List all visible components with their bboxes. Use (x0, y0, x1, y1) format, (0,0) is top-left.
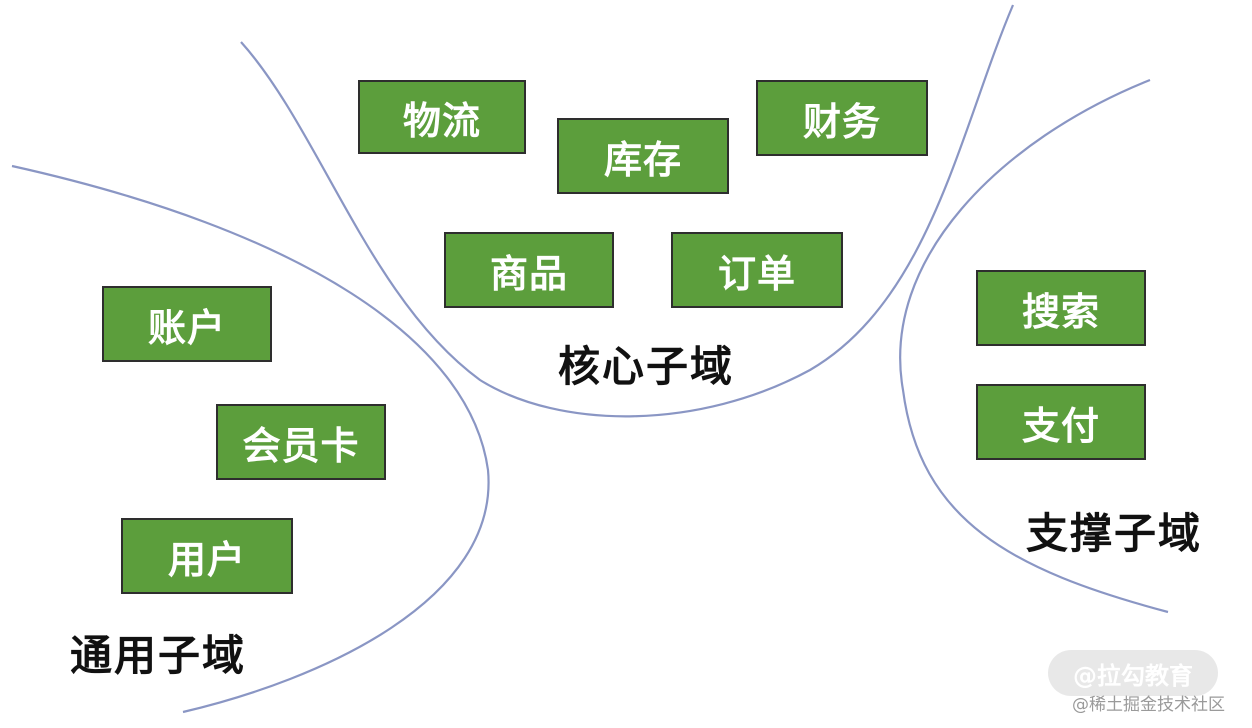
supporting-item-payment-label: 支付 (1021, 403, 1100, 448)
watermark-badge: @拉勾教育 (1048, 650, 1218, 696)
generic-item-membership-card: 会员卡 (216, 404, 386, 480)
supporting-subdomain-boundary (899, 78, 1169, 614)
core-item-inventory: 库存 (557, 118, 729, 194)
generic-item-account-label: 账户 (147, 305, 226, 350)
supporting-item-payment: 支付 (976, 384, 1146, 460)
generic-item-account: 账户 (102, 286, 272, 362)
core-item-product-label: 商品 (489, 251, 568, 296)
supporting-item-search: 搜索 (976, 270, 1146, 346)
generic-subdomain-label: 通用子域 (70, 631, 247, 680)
core-item-logistics-label: 物流 (402, 98, 481, 143)
core-item-product: 商品 (444, 232, 614, 308)
core-item-logistics: 物流 (358, 80, 526, 154)
core-item-order: 订单 (671, 232, 843, 308)
core-subdomain-label: 核心子域 (558, 342, 735, 391)
core-item-finance: 财务 (756, 80, 928, 156)
supporting-item-search-label: 搜索 (1021, 289, 1100, 334)
generic-subdomain-boundary (11, 164, 490, 714)
generic-item-membership-card-label: 会员卡 (242, 423, 360, 468)
supporting-subdomain-label: 支撑子域 (1026, 509, 1203, 558)
core-item-finance-label: 财务 (802, 99, 881, 144)
core-item-inventory-label: 库存 (603, 137, 682, 182)
watermark-credit: @稀土掘金技术社区 (1072, 695, 1225, 715)
core-subdomain-boundary (240, 4, 1015, 418)
generic-item-user-label: 用户 (167, 537, 246, 582)
core-item-order-label: 订单 (717, 251, 796, 296)
generic-item-user: 用户 (121, 518, 293, 594)
